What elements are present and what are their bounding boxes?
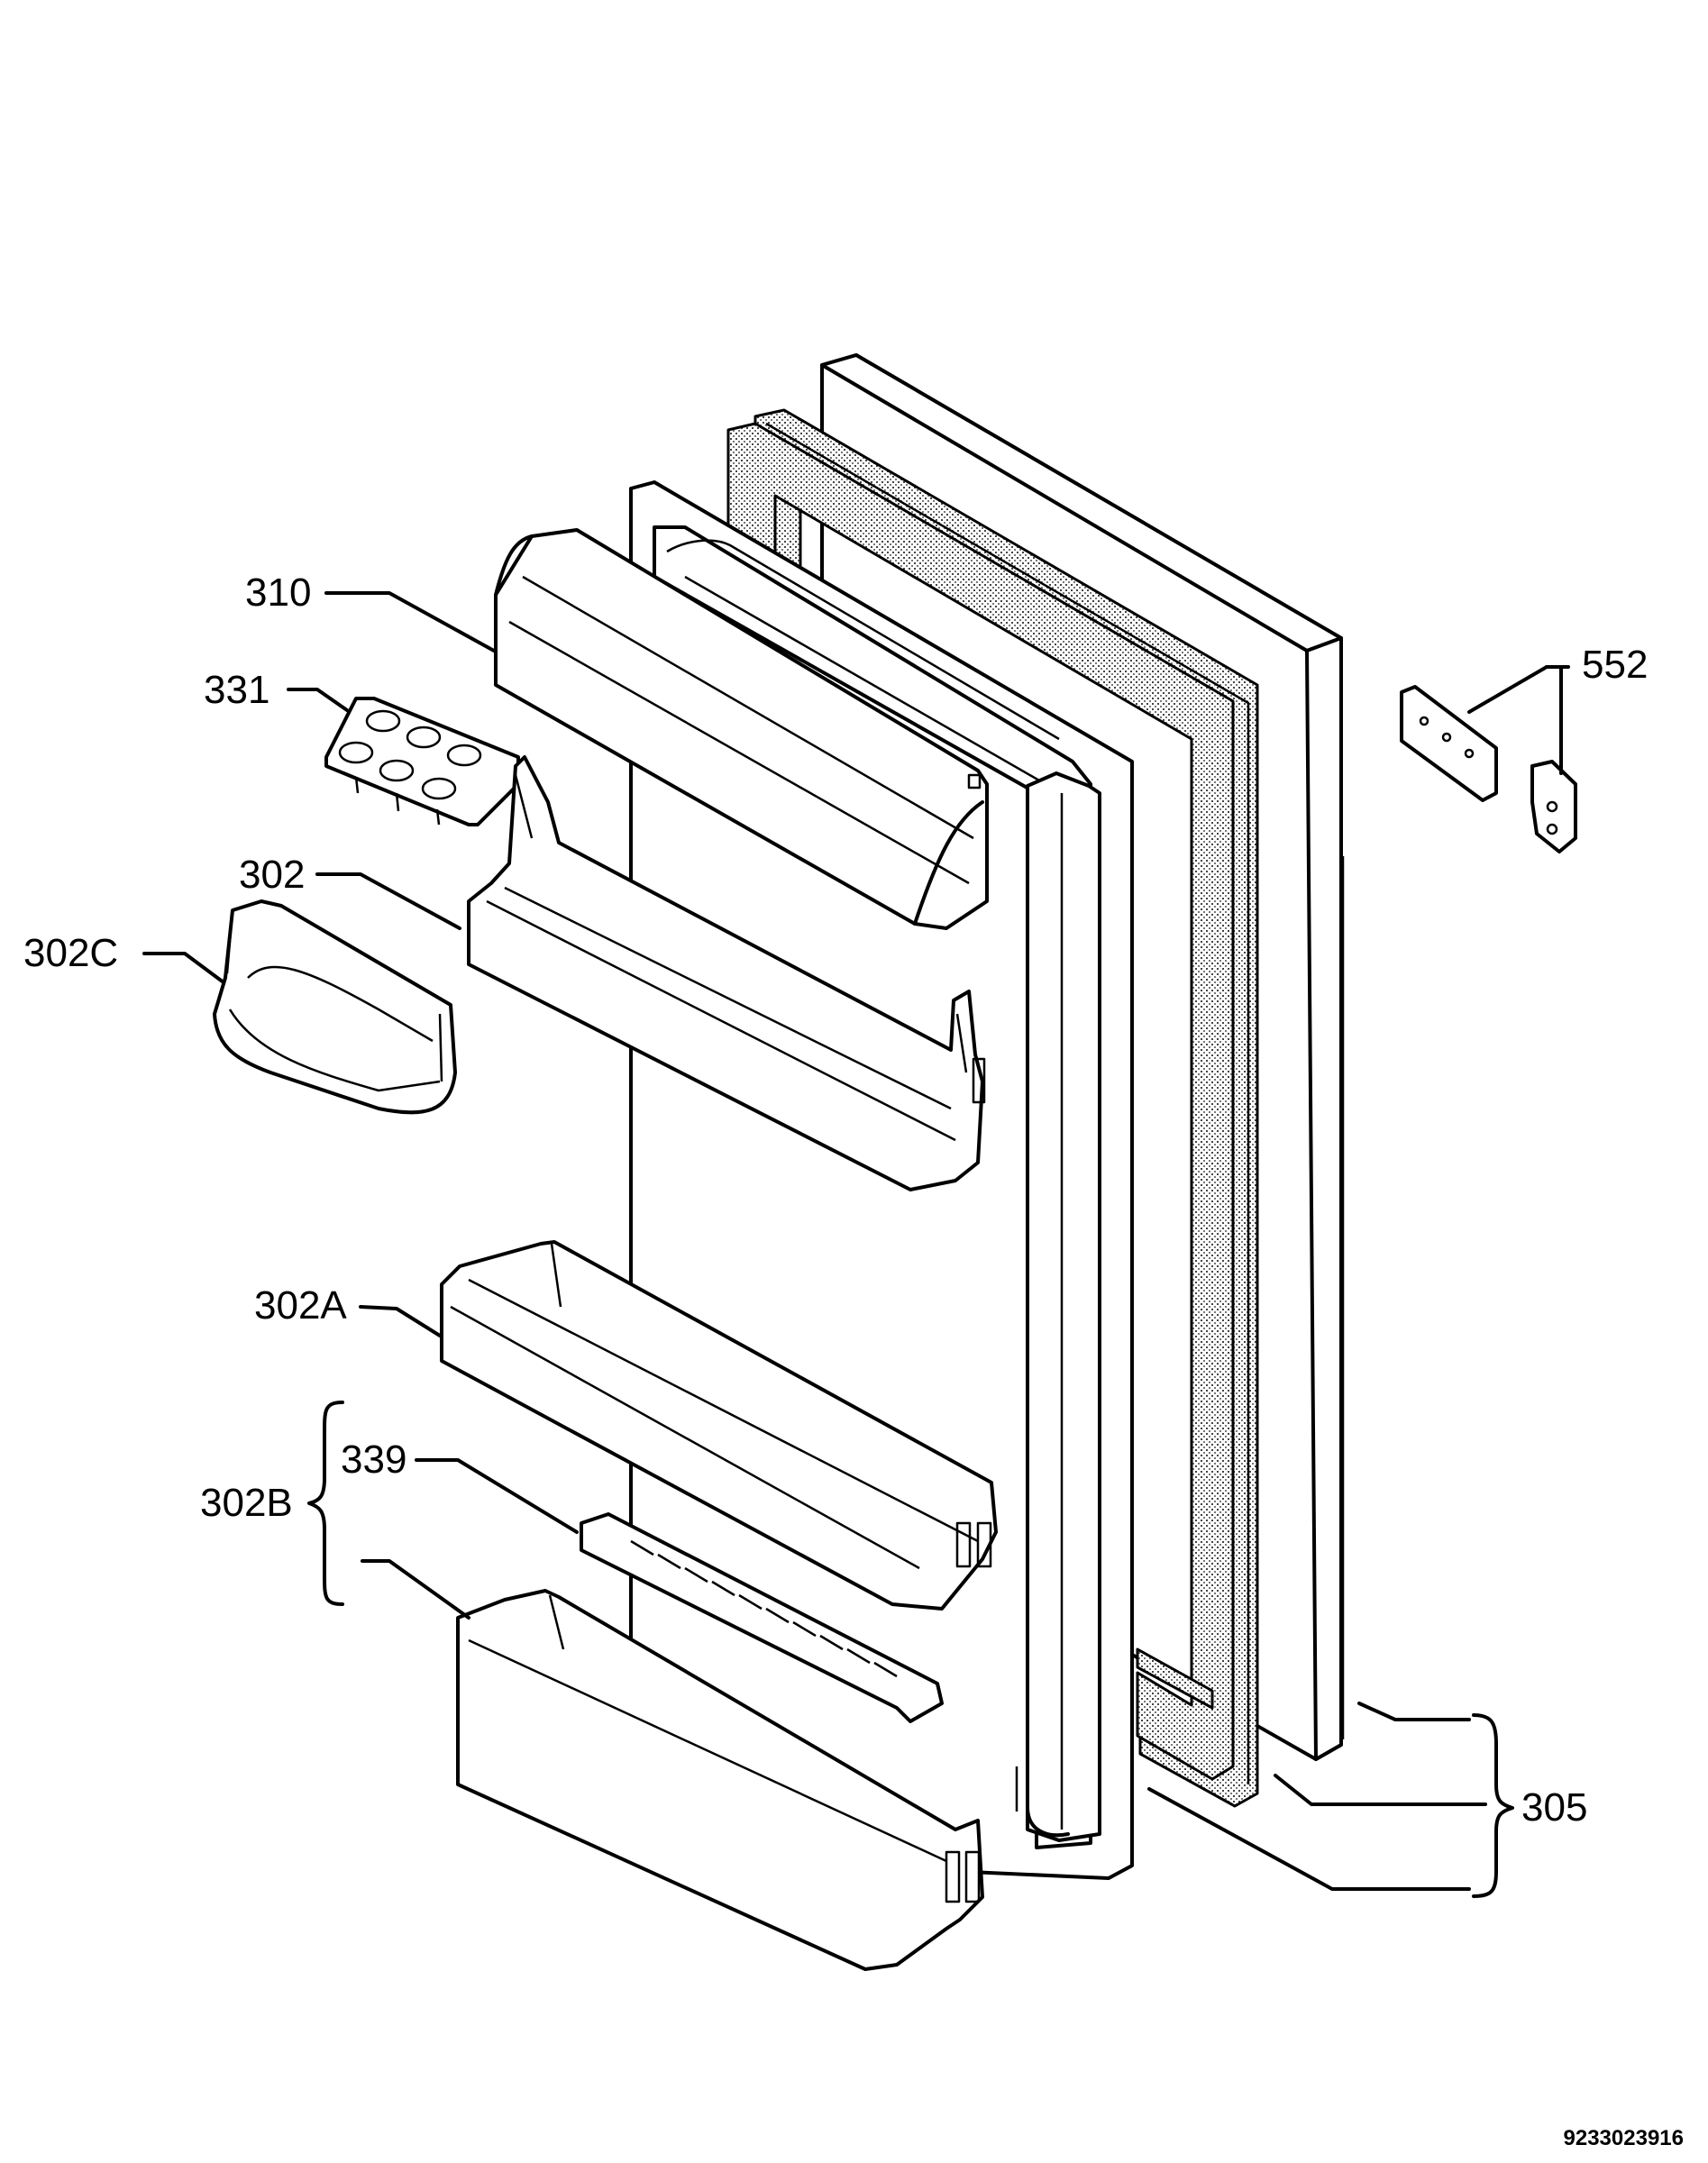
part-552-hinge-brackets [1400, 685, 1577, 853]
part-302b-door-shelf [456, 1589, 984, 1971]
label-305: 305 [1521, 1785, 1587, 1830]
label-310: 310 [245, 570, 311, 615]
document-id: 9233023916 [1564, 2126, 1684, 2150]
label-339: 339 [341, 1437, 406, 1482]
part-302-door-shelf [467, 755, 986, 1191]
part-331-egg-tray [324, 697, 520, 826]
leader-lines [142, 591, 1570, 1898]
part-339-bottle-retainer [580, 1512, 944, 1723]
label-552: 552 [1582, 643, 1648, 687]
label-331: 331 [204, 668, 269, 712]
part-302a-door-shelf [440, 1240, 998, 1611]
label-302b: 302B [200, 1481, 293, 1525]
part-302c-bottle-holder [213, 899, 457, 1115]
label-302: 302 [239, 853, 305, 897]
label-302c: 302C [23, 931, 118, 975]
label-302a: 302A [254, 1283, 347, 1328]
part-310-dairy-compartment [494, 528, 989, 930]
part-labels: 310 331 302 302C 302A 339 302B 552 305 9… [23, 570, 1684, 2150]
